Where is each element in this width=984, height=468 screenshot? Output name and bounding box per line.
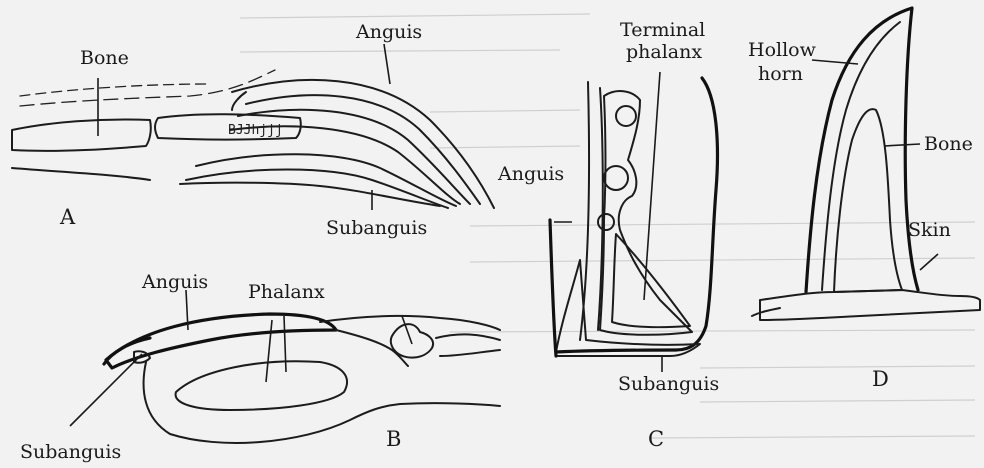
label-subanguis-b: Subanguis [20, 441, 121, 463]
bone-pointer-d [884, 144, 920, 146]
figure-letter-b: B [386, 427, 401, 451]
figure-a: BJJhjjj Bone Anguis Subanguis A [12, 21, 494, 239]
terminal-phalanx-pointer-c [644, 72, 660, 300]
label-hollow-horn-d-line2: horn [758, 63, 803, 85]
label-skin-d: Skin [908, 219, 951, 241]
label-bone-a: Bone [80, 47, 129, 69]
bone-d [834, 109, 902, 292]
label-anguis-a: Anguis [355, 21, 422, 43]
label-terminal-phalanx-c-line1: Terminal [620, 19, 705, 41]
skin-d [760, 290, 980, 320]
subanguis-c [556, 260, 700, 356]
phalanx-b [176, 361, 347, 410]
label-subanguis-c: Subanguis [618, 373, 719, 395]
label-terminal-phalanx-c-line2: phalanx [626, 41, 702, 63]
label-anguis-b: Anguis [141, 271, 208, 293]
figure-c: Terminal phalanx Anguis Subanguis C [497, 19, 719, 451]
subanguis-pointer-b [70, 354, 142, 426]
label-bone-d: Bone [924, 133, 973, 155]
phalanx-pointer-b [266, 320, 272, 382]
figure-letter-c: C [648, 427, 664, 451]
hollow-horn-d [806, 8, 918, 292]
figure-letter-a: A [59, 205, 76, 229]
bone-segment-a [12, 119, 151, 150]
svg-text:BJJhjjj: BJJhjjj [228, 123, 283, 138]
anguis-pointer-a [384, 44, 390, 84]
figure-b: Anguis Phalanx Subanguis B [20, 271, 500, 463]
label-subanguis-a: Subanguis [326, 217, 427, 239]
label-phalanx-b: Phalanx [248, 281, 325, 303]
figure-d: Hollow horn Bone Skin D [748, 8, 980, 391]
figure-letter-d: D [872, 367, 889, 391]
hollow-horn-pointer-d [812, 60, 858, 64]
skin-pointer-d [920, 254, 938, 270]
label-anguis-c: Anguis [497, 163, 564, 185]
anguis-c [556, 78, 717, 352]
label-hollow-horn-d-line1: Hollow [748, 39, 817, 61]
